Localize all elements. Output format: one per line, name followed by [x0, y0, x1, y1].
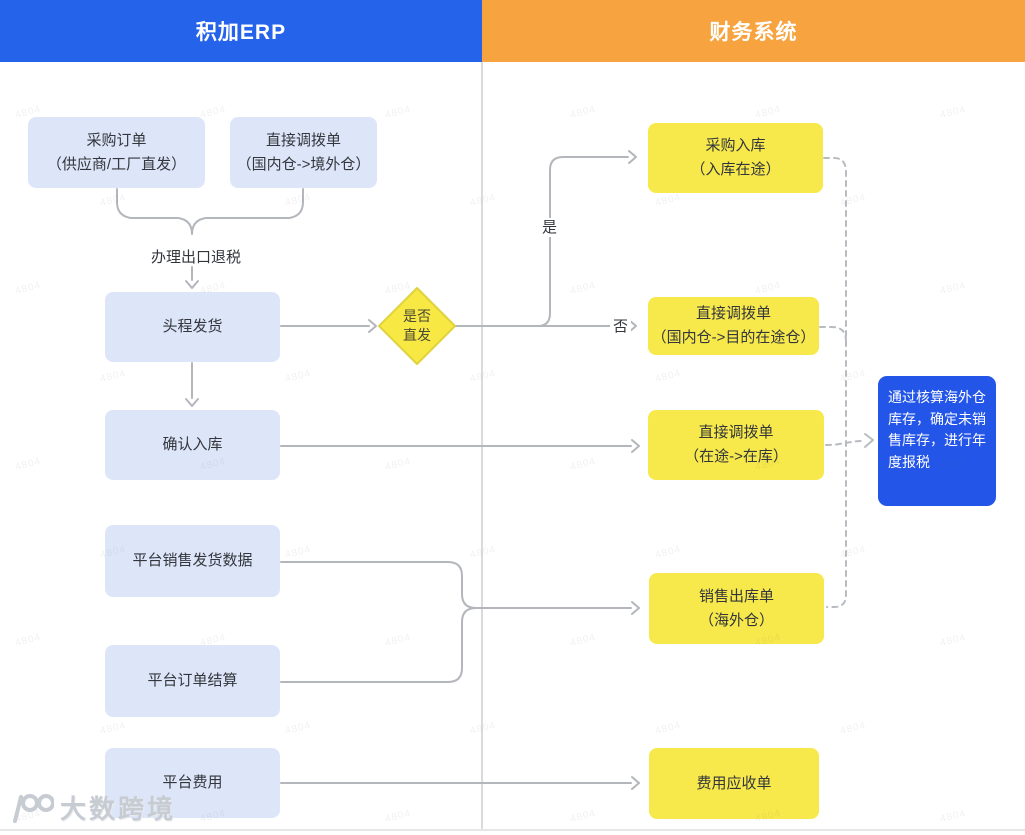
arrowhead-transfer — [631, 439, 640, 453]
note-annual-tax: 通过核算海外仓库存，确定未销售库存，进行年度报税 — [878, 376, 996, 506]
node-transfer-transit-line2: （国内仓->目的在途仓） — [651, 329, 816, 346]
node-platform-fee: 平台费用 — [105, 748, 280, 818]
wire-yes-branch — [537, 156, 629, 327]
node-transfer-instock-line1: 直接调拨单 — [698, 424, 774, 441]
node-purchase-inbound-line2: （入库在途） — [690, 161, 781, 178]
node-purchase-inbound-line1: 采购入库 — [705, 137, 766, 154]
node-fee-receivable: 费用应收单 — [649, 748, 819, 819]
node-direct-transfer-line1: 直接调拨单 — [265, 131, 341, 149]
arrowhead-no — [628, 319, 637, 333]
header-erp: 积加ERP — [0, 0, 482, 62]
node-transfer-transit: 直接调拨单 （国内仓->目的在途仓） — [648, 297, 819, 355]
node-confirm-inbound: 确认入库 — [105, 410, 280, 480]
decision-diamond-shape — [378, 287, 456, 365]
logo-icon — [13, 793, 54, 823]
arrowhead-note — [864, 433, 874, 448]
label-yes: 是 — [539, 218, 561, 237]
dash-vertical-spine — [823, 157, 847, 608]
label-export-rebate: 办理出口退税 — [150, 249, 241, 266]
arrowhead-yes — [628, 150, 637, 164]
node-transfer-instock-line2: （在途->在库） — [684, 448, 788, 465]
node-platform-sales-data: 平台销售发货数据 — [105, 525, 280, 597]
wire-sales-merge-top — [280, 561, 477, 609]
arrowhead-down-2 — [185, 398, 199, 407]
header-finance: 财务系统 — [482, 0, 1025, 62]
arrowhead-diamond — [368, 319, 377, 333]
wire-merge-top — [116, 188, 193, 235]
decision-line2: 直发 — [403, 327, 431, 343]
arrowhead-sales — [631, 601, 640, 615]
decision-line1: 是否 — [403, 308, 431, 324]
wire-merge-top-right — [191, 188, 304, 235]
label-no: 否 — [610, 317, 632, 336]
node-purchase-order-line2: （供应商/工厂直发） — [46, 155, 187, 173]
node-sales-outbound-line2: （海外仓） — [698, 611, 774, 629]
dash-instock-arrow — [825, 440, 864, 446]
decision-direct-shipment-label: 是否 直发 — [379, 288, 455, 364]
wire-sales-merge-bottom — [280, 607, 477, 683]
node-direct-transfer: 直接调拨单 （国内仓->境外仓） — [230, 117, 377, 188]
node-sales-outbound: 销售出库单 （海外仓） — [649, 573, 824, 644]
node-sales-outbound-line1: 销售出库单 — [698, 587, 774, 605]
node-purchase-order: 采购订单 （供应商/工厂直发） — [28, 117, 205, 188]
arrowhead-fee — [631, 776, 640, 790]
node-first-leg-shipping: 头程发货 — [105, 292, 280, 362]
brand-logo: 大数跨境 — [6, 789, 176, 826]
node-direct-transfer-line2: （国内仓->境外仓） — [236, 155, 371, 173]
node-platform-order-settlement: 平台订单结算 — [105, 645, 280, 717]
node-purchase-order-line1: 采购订单 — [86, 131, 147, 149]
logo-text: 大数跨境 — [60, 794, 177, 824]
arrowhead-down-1 — [185, 280, 199, 289]
node-transfer-transit-line1: 直接调拨单 — [695, 305, 771, 322]
node-purchase-inbound: 采购入库 （入库在途） — [648, 123, 823, 193]
dash-transit-stub — [819, 326, 847, 342]
node-transfer-instock: 直接调拨单 （在途->在库） — [648, 410, 824, 480]
